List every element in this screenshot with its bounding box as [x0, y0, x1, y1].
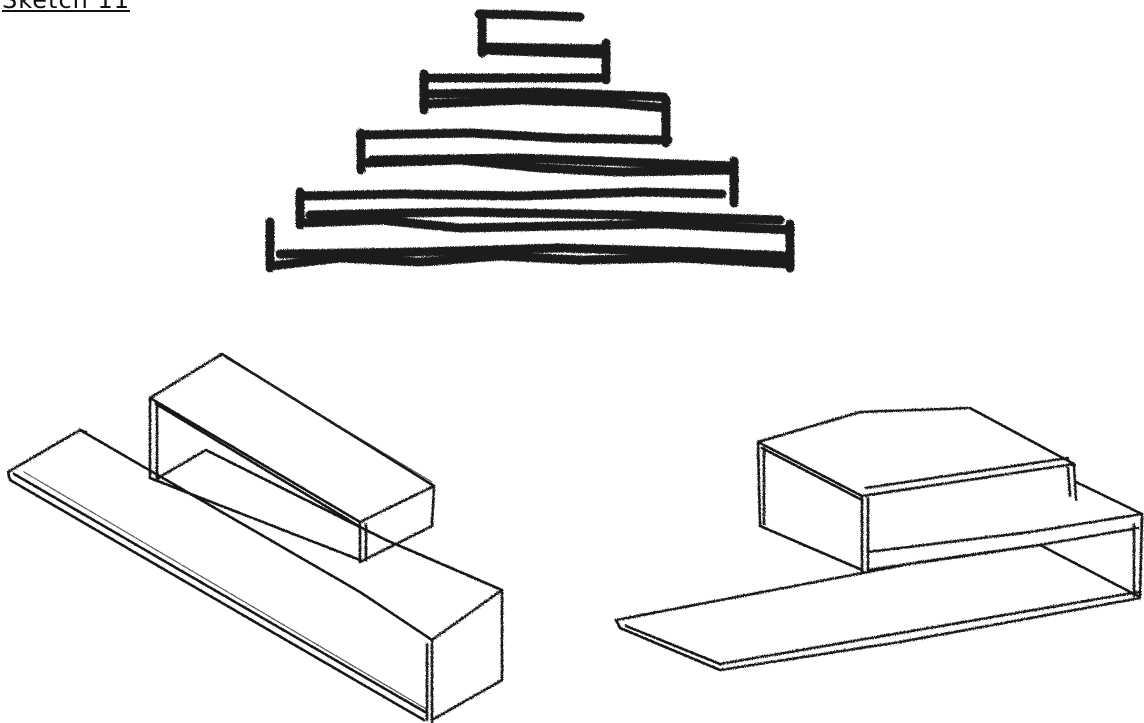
left-box-sketch: [8, 354, 502, 722]
stacked-slabs-sketch: [270, 14, 790, 268]
slab-tier-1: [479, 14, 606, 80]
right-box-sketch: [616, 408, 1142, 670]
